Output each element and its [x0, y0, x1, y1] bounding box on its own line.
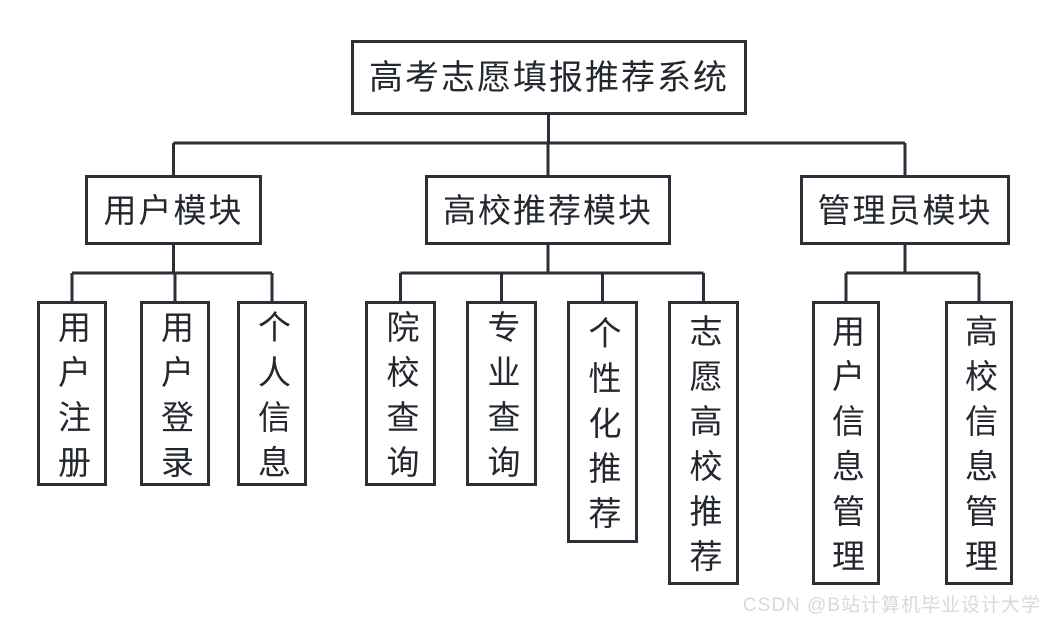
node-root-label: 高考志愿填报推荐系统	[369, 58, 729, 97]
node-major-query-label: 专业查询	[483, 309, 520, 490]
node-personal-info: 个人信息	[237, 301, 307, 490]
node-college-query: 院校查询	[365, 301, 436, 490]
node-user-register: 用户注册	[37, 301, 107, 490]
node-user-module: 用户模块	[85, 175, 262, 245]
tree-edges	[70, 115, 981, 301]
node-user-login-label: 用户登录	[156, 309, 194, 490]
node-user-register-label: 用户注册	[53, 309, 91, 490]
node-college-info-manage: 高校信息管理	[945, 301, 1013, 585]
node-user-module-label: 用户模块	[103, 191, 244, 229]
node-college-query-label: 院校查询	[382, 309, 419, 490]
node-recommend-module: 高校推荐模块	[425, 175, 671, 245]
node-user-info-manage-label: 用户信息管理	[827, 314, 865, 584]
node-volunteer-college-recommend-label: 志愿高校推荐	[685, 314, 722, 584]
node-major-query: 专业查询	[466, 301, 537, 490]
node-admin-module: 管理员模块	[800, 175, 1010, 245]
node-personalized-recommend-label: 个性化推荐	[584, 315, 621, 541]
csdn-watermark: CSDN @B站计算机毕业设计大学	[742, 595, 1041, 616]
node-recommend-module-label: 高校推荐模块	[443, 191, 653, 229]
node-user-info-manage: 用户信息管理	[812, 301, 880, 585]
node-admin-module-label: 管理员模块	[817, 191, 993, 229]
node-root-system: 高考志愿填报推荐系统	[351, 40, 747, 115]
node-user-login: 用户登录	[140, 301, 210, 490]
node-college-info-manage-label: 高校信息管理	[960, 314, 998, 584]
node-personalized-recommend: 个性化推荐	[567, 301, 638, 543]
node-volunteer-college-recommend: 志愿高校推荐	[668, 301, 739, 585]
node-personal-info-label: 个人信息	[253, 309, 291, 490]
